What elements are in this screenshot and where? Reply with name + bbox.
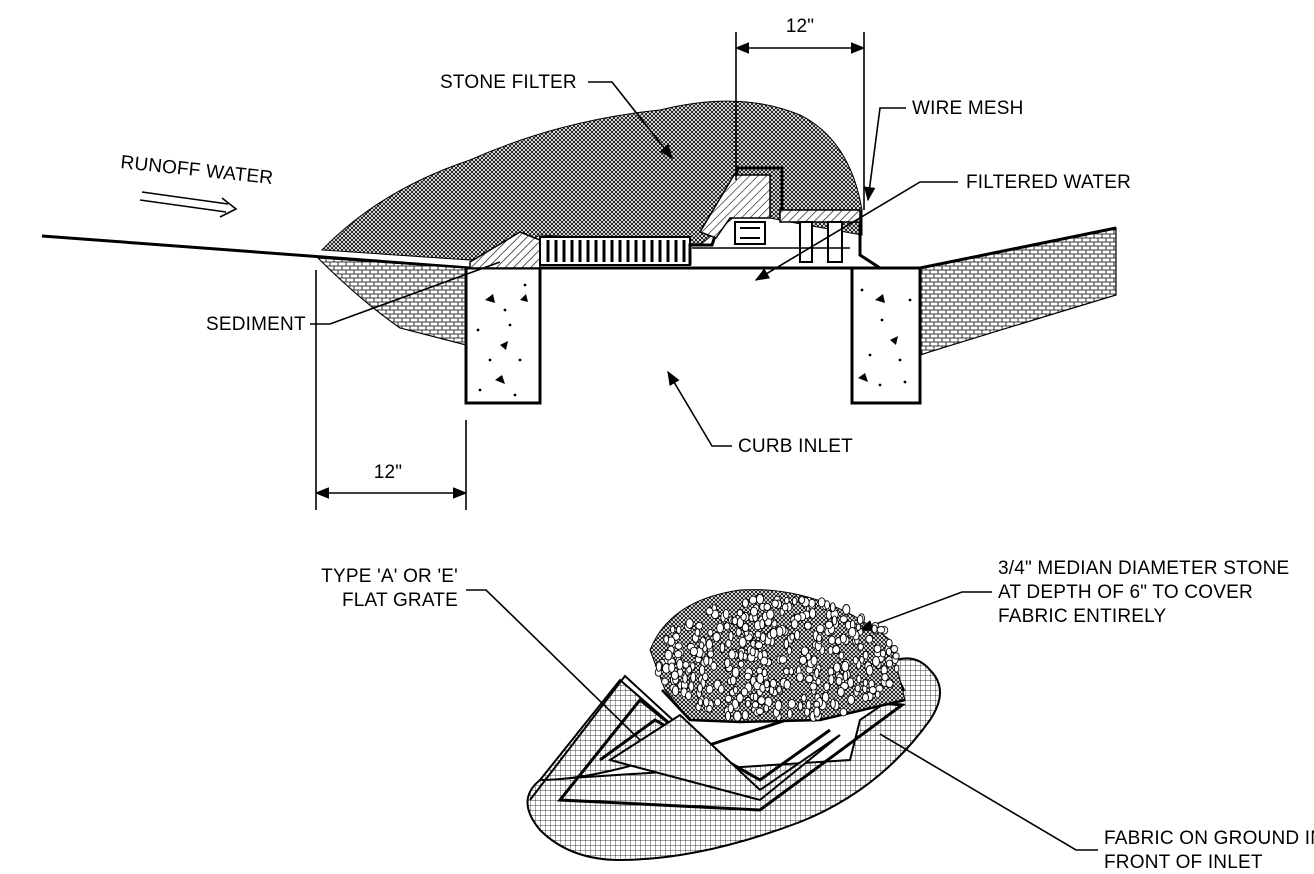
- sediment-label: SEDIMENT: [206, 314, 306, 335]
- wire-mesh-callout: WIRE MESH: [863, 98, 1024, 202]
- runoff-water-callout: RUNOFF WATER: [119, 152, 274, 218]
- wire-mesh-label: WIRE MESH: [912, 98, 1024, 119]
- grate-bars: [539, 236, 691, 266]
- fabric-label-line1: FABRIC ON GROUND IN: [1104, 828, 1314, 849]
- grate-label-line1: TYPE 'A' OR 'E': [321, 566, 458, 587]
- concrete-right: [850, 266, 922, 405]
- stone-label-line3: FABRIC ENTIRELY: [998, 606, 1167, 627]
- filtered-water-callout: FILTERED WATER: [754, 172, 1131, 281]
- section-view: 12" 12" RUNOFF WATER STONE FILTER WIRE M…: [41, 16, 1131, 510]
- stone-callout: 3/4" MEDIAN DIAMETER STONE AT DEPTH OF 6…: [858, 558, 1289, 631]
- fabric-callout: FABRIC ON GROUND IN FRONT OF INLET: [879, 733, 1314, 873]
- grate-label-line2: FLAT GRATE: [342, 590, 458, 611]
- arrow-icon: [139, 191, 238, 218]
- curb-inlet-label: CURB INLET: [738, 436, 853, 457]
- stone-label-line1: 3/4" MEDIAN DIAMETER STONE: [998, 558, 1289, 579]
- stone-label-line2: AT DEPTH OF 6" TO COVER: [998, 582, 1253, 603]
- dimension-left: 12": [314, 270, 468, 510]
- stone-filter-callout: STONE FILTER: [440, 72, 673, 160]
- stone-texture: [654, 593, 900, 722]
- dim-left-label: 12": [374, 462, 402, 483]
- runoff-water-label: RUNOFF WATER: [119, 152, 274, 189]
- dim-top-label: 12": [786, 16, 814, 37]
- curb-inlet-callout: CURB INLET: [667, 370, 853, 457]
- isometric-view: TYPE 'A' OR 'E' FLAT GRATE 3/4" MEDIAN D…: [321, 558, 1314, 873]
- flat-grate: [607, 713, 841, 802]
- grate-callout: TYPE 'A' OR 'E' FLAT GRATE: [321, 566, 641, 741]
- fabric-outer: [526, 657, 941, 862]
- dimension-top: 12": [734, 16, 866, 210]
- soil-right: [919, 227, 1117, 356]
- filtered-water-label: FILTERED WATER: [966, 172, 1131, 193]
- concrete-left: [464, 266, 542, 405]
- fabric-label-line2: FRONT OF INLET: [1104, 852, 1263, 873]
- stone-filter-label: STONE FILTER: [440, 72, 577, 93]
- sediment-callout: SEDIMENT: [206, 261, 501, 335]
